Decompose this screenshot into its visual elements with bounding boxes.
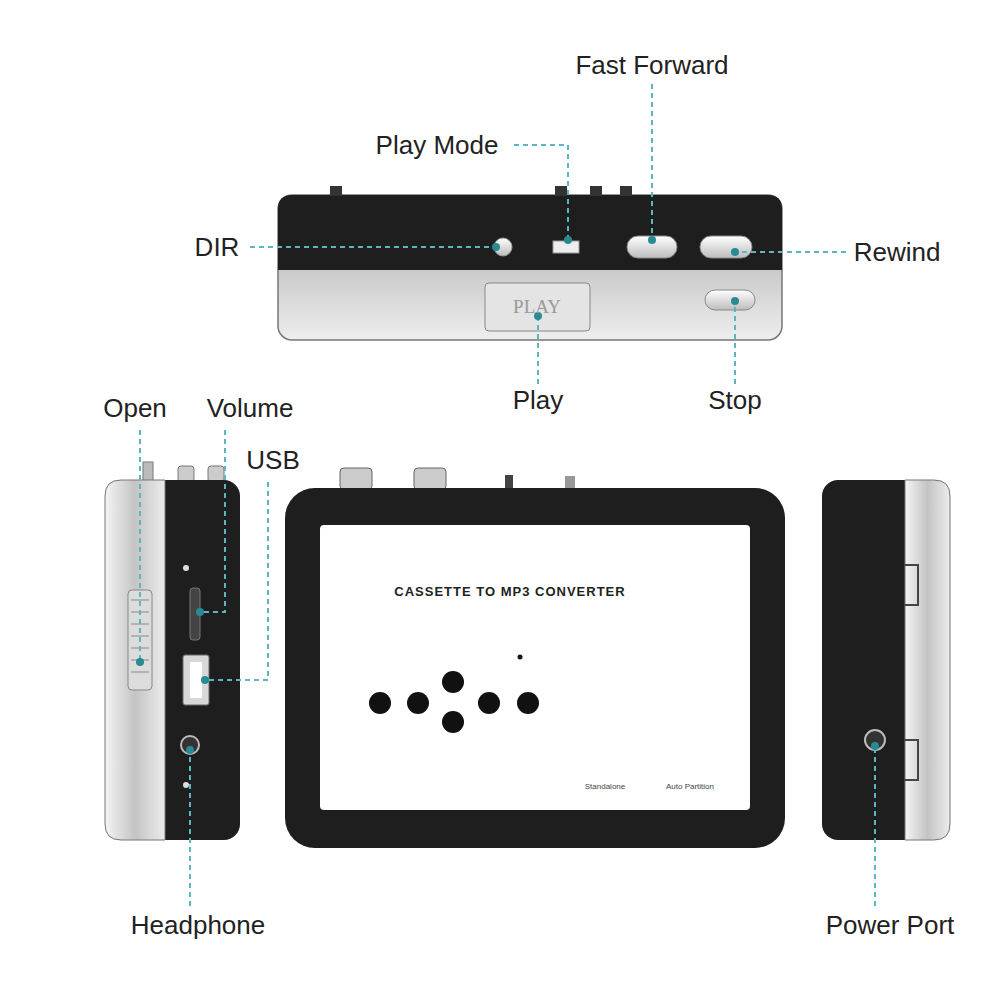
device-print: Standalone (585, 783, 625, 792)
left-side-view (105, 462, 240, 840)
front-view (285, 468, 785, 848)
part-label: USB (246, 446, 299, 475)
right-side-view (822, 480, 950, 840)
leader-lines (140, 84, 875, 906)
part-label: Open (103, 394, 167, 423)
part-label: DIR (195, 233, 240, 262)
device-print: CASSETTE TO MP3 CONVERTER (394, 585, 625, 599)
part-label: Rewind (854, 238, 941, 267)
leader-dots (136, 236, 879, 754)
part-label: Play Mode (376, 131, 499, 160)
top-view (278, 186, 782, 340)
part-label: Stop (708, 386, 762, 415)
part-label: Power Port (826, 911, 955, 940)
button-print: PLAY (513, 297, 561, 318)
part-label: Fast Forward (575, 51, 728, 80)
device-print: Auto Partition (666, 783, 714, 792)
part-label: Volume (207, 394, 294, 423)
part-label: Headphone (131, 911, 265, 940)
part-label: Play (513, 386, 564, 415)
